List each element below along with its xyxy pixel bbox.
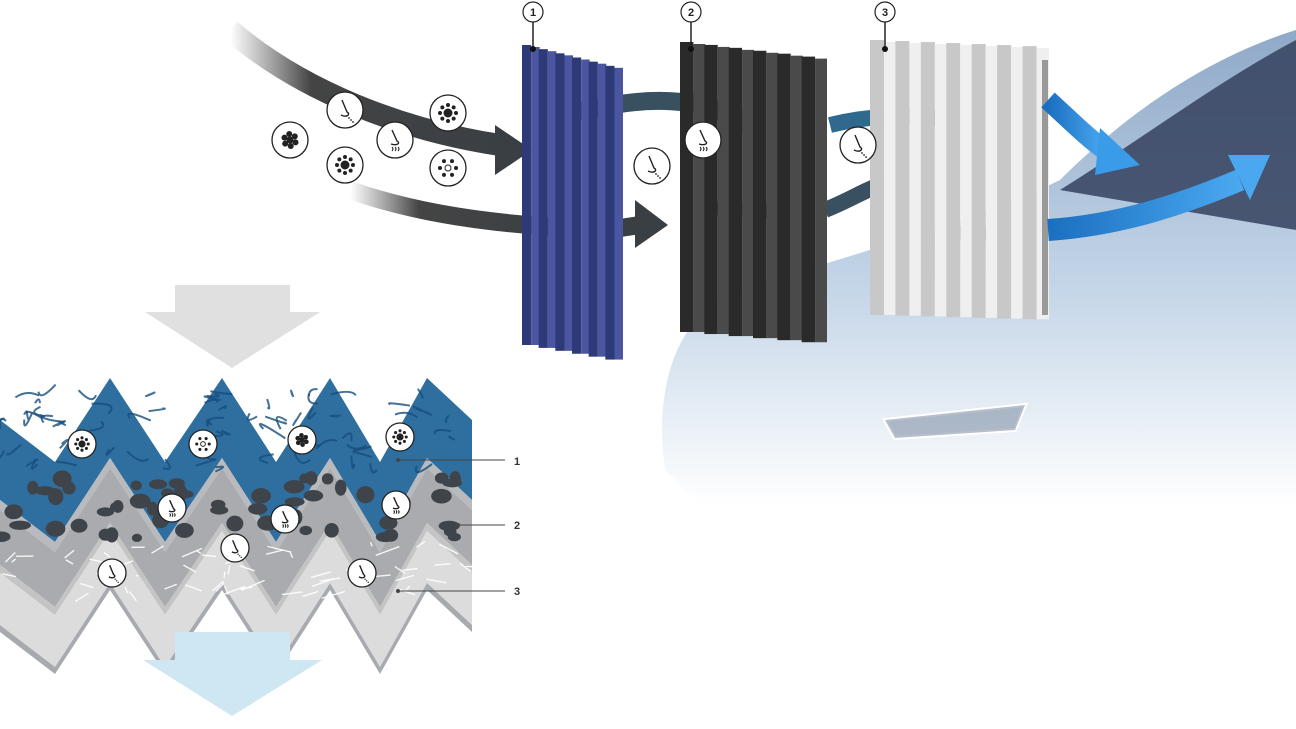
trapped-pollutant-icon-odor xyxy=(157,493,187,523)
stage-number-1: 1 xyxy=(530,7,536,19)
filter-panel-2 xyxy=(680,42,827,343)
trapped-pollutant-icon-nose xyxy=(347,558,377,588)
trapped-pollutant-icon-bacteria xyxy=(188,429,218,459)
stage-number-2: 2 xyxy=(688,7,694,19)
pollutant-icon-nose xyxy=(839,126,877,164)
pollutant-icon-odor xyxy=(684,121,722,159)
pollutant-icon-virus xyxy=(326,146,364,184)
trapped-pollutant-icon-nose xyxy=(97,558,127,588)
pollutant-icon-nose xyxy=(326,91,364,129)
pollutant-icon-bacteria xyxy=(429,149,467,187)
layer-label-2: 2 xyxy=(456,520,520,532)
trapped-pollutant-icon-odor xyxy=(381,490,411,520)
trapped-pollutant-icon-virus xyxy=(385,422,415,452)
stage-number-3: 3 xyxy=(882,7,888,19)
pollutant-icon-dust xyxy=(271,121,309,159)
layer-3-border xyxy=(0,583,472,674)
pollutant-icon-odor xyxy=(376,121,414,159)
filter-panel-1 xyxy=(522,45,623,360)
clean-air-arrows xyxy=(1041,92,1270,241)
layer-1-blue-media xyxy=(0,378,472,542)
stage-callout-2: 2 xyxy=(680,1,702,52)
filter-panel-3 xyxy=(870,40,1049,320)
pollutant-icon-nose xyxy=(633,147,671,185)
layer-label-3: 3 xyxy=(396,586,520,598)
output-arrow xyxy=(143,632,322,716)
stage-callout-3: 3 xyxy=(874,1,896,52)
input-arrow xyxy=(145,285,320,368)
layer-number-3: 3 xyxy=(514,586,520,598)
layer-label-1: 1 xyxy=(396,456,520,468)
trapped-pollutant-icon-odor xyxy=(270,504,300,534)
layer-number-2: 2 xyxy=(514,520,520,532)
trapped-pollutant-icon-nose xyxy=(220,533,250,563)
pollutant-icon-virus xyxy=(429,94,467,132)
layer-number-1: 1 xyxy=(514,456,520,468)
trapped-pollutant-icon-virus xyxy=(67,429,97,459)
layer-1-border xyxy=(0,458,472,552)
stage-callout-1: 1 xyxy=(522,1,544,52)
trapped-pollutant-icon-dust xyxy=(287,425,317,455)
layer-2-border xyxy=(0,523,472,615)
filter-layers-cross-section xyxy=(0,378,489,674)
